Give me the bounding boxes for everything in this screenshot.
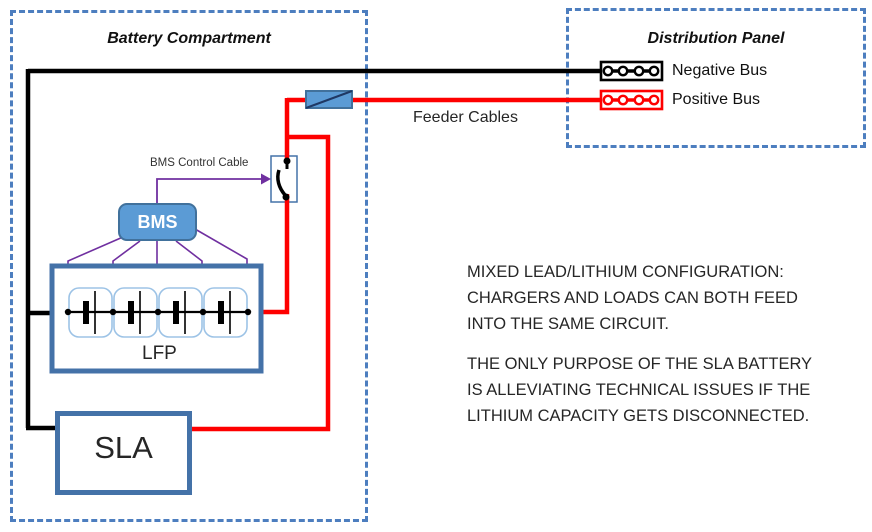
- lfp-cells: [64, 287, 252, 338]
- bms-block: BMS: [118, 203, 197, 241]
- positive-branch-to-sla: [192, 134, 331, 432]
- bms-label: BMS: [137, 211, 178, 232]
- feeder-cables-label: Feeder Cables: [413, 109, 518, 126]
- positive-bus-label: Positive Bus: [672, 91, 761, 108]
- note-paragraph: THE ONLY PURPOSE OF THE SLA BATTERY IS A…: [467, 351, 817, 429]
- note-paragraph: MIXED LEAD/LITHIUM CONFIGURATION: CHARGE…: [467, 259, 817, 337]
- negative-bus-label: Negative Bus: [672, 62, 768, 79]
- arrowhead-icon: [261, 173, 271, 185]
- sla-block: SLA: [55, 411, 192, 495]
- note-line: IS ALLEVIATING TECHNICAL ISSUES IF THE: [467, 381, 811, 399]
- junction-dots: [64, 308, 252, 316]
- sla-label: SLA: [94, 430, 153, 465]
- note-line: MIXED LEAD/LITHIUM CONFIGURATION:: [467, 263, 784, 281]
- positive-bus-icon: [599, 89, 664, 111]
- fuse-icon: [305, 90, 353, 109]
- distribution-panel-box: [566, 8, 866, 148]
- disconnect-switch-icon: [276, 157, 291, 201]
- negative-bus-icon: [599, 60, 664, 82]
- distribution-panel-title: Distribution Panel: [647, 30, 785, 47]
- bms-control-cable-label: BMS Control Cable: [150, 157, 249, 169]
- note-line: THE ONLY PURPOSE OF THE SLA BATTERY: [467, 355, 813, 373]
- note-line: LITHIUM CAPACITY GETS DISCONNECTED.: [467, 407, 810, 425]
- note-line: CHARGERS AND LOADS CAN BOTH FEED: [467, 289, 798, 307]
- explanatory-note: MIXED LEAD/LITHIUM CONFIGURATION: CHARGE…: [467, 259, 817, 429]
- bms-control-cable: [156, 173, 271, 203]
- note-line: INTO THE SAME CIRCUIT.: [467, 315, 669, 333]
- negative-wiring: [25, 68, 601, 431]
- battery-compartment-title: Battery Compartment: [107, 30, 271, 47]
- battery-compartment-box: [10, 10, 368, 522]
- lfp-label: LFP: [142, 343, 177, 364]
- cell-plates: [83, 291, 231, 334]
